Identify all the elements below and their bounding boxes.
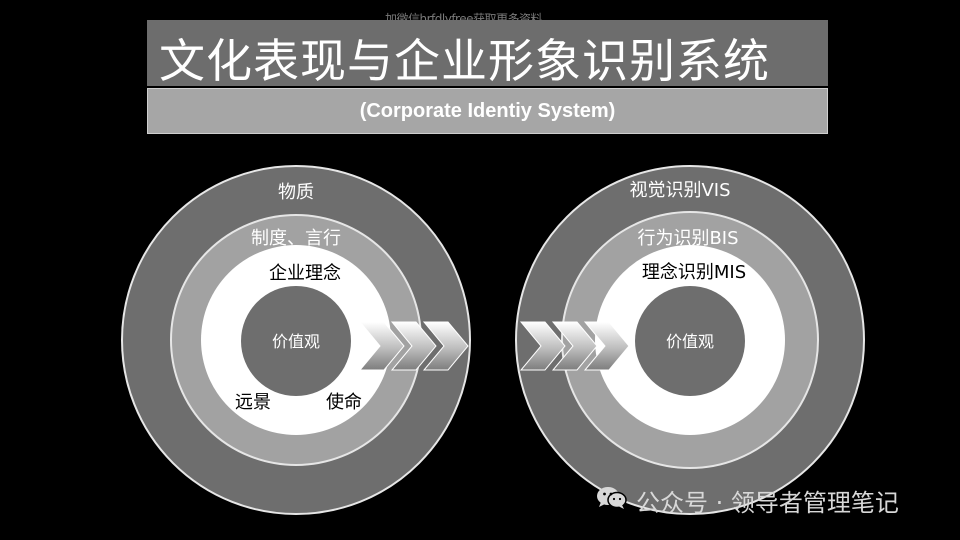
page-subtitle: (Corporate Identiy System) xyxy=(359,100,616,122)
chevron-right-icon xyxy=(358,321,405,371)
chevron-right-icon xyxy=(519,321,566,371)
right-circle-group: 视觉识别VIS 行为识别BIS 理念识别MIS 价值观 xyxy=(515,165,865,515)
right-core xyxy=(635,286,745,396)
left-middle-label: 制度、言行 xyxy=(251,228,341,249)
chevron-right-icon xyxy=(583,321,630,371)
chevron-right-icon xyxy=(551,321,598,371)
watermark-text: 公众号 · 领导者管理笔记 xyxy=(636,488,899,517)
left-vision-label: 远景 xyxy=(235,392,271,413)
wechat-icon xyxy=(596,485,628,515)
right-outer-label: 视觉识别VIS xyxy=(629,180,730,201)
left-outer-label: 物质 xyxy=(278,182,314,203)
right-inner-label: 理念识别MIS xyxy=(642,261,746,283)
watermark: 公众号 · 领导者管理笔记 xyxy=(596,485,899,517)
right-chevron-arrows xyxy=(519,321,630,371)
page-title: 文化表现与企业形象识别系统 xyxy=(159,34,770,88)
subtitle-bar: (Corporate Identiy System) xyxy=(147,88,828,134)
left-core-label: 价值观 xyxy=(272,332,320,351)
right-core-label: 价值观 xyxy=(666,332,714,351)
chevron-right-icon xyxy=(390,321,437,371)
left-mission-label: 使命 xyxy=(326,392,362,413)
left-inner-label: 企业理念 xyxy=(269,262,341,284)
left-circle-group: 物质 制度、言行 企业理念 价值观 远景 使命 xyxy=(121,165,471,515)
left-chevron-arrows xyxy=(358,321,469,371)
left-core xyxy=(241,286,351,396)
chevron-right-icon xyxy=(422,321,469,371)
right-middle-label: 行为识别BIS xyxy=(637,228,738,249)
title-bar: 文化表现与企业形象识别系统 xyxy=(147,20,828,88)
